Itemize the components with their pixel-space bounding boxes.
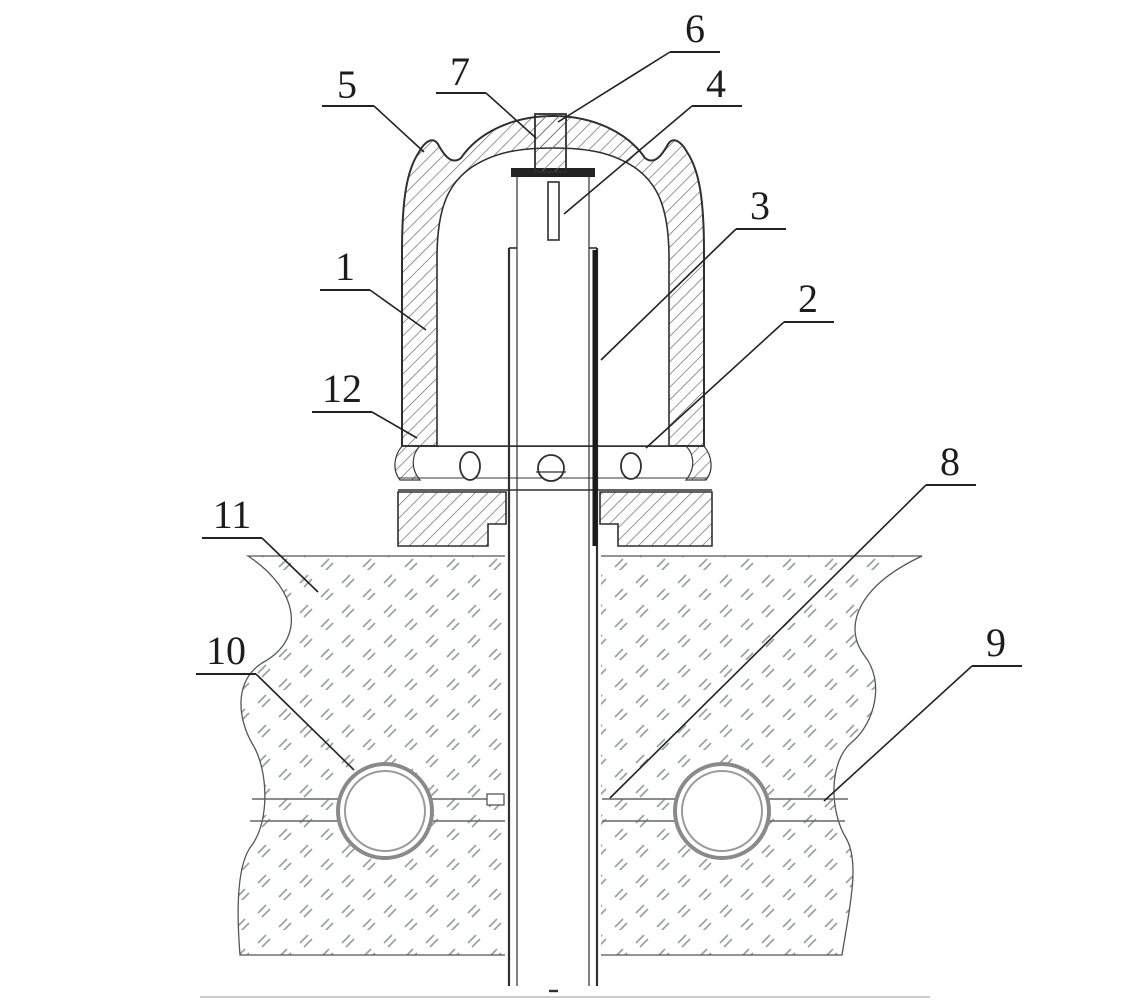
callout-5: 5	[322, 62, 425, 153]
callout-6-label: 6	[685, 6, 705, 51]
callout-10-label: 10	[206, 628, 246, 673]
base-hole-right	[620, 452, 642, 480]
callout-11-leader	[261, 537, 319, 593]
callout-11: 11	[202, 492, 319, 593]
base-flange	[397, 491, 713, 547]
flange-right	[599, 491, 713, 547]
top-plug	[534, 113, 567, 173]
callout-3-label: 3	[750, 183, 770, 228]
callout-1-label: 1	[335, 244, 355, 289]
callout-10: 10	[196, 628, 355, 771]
dome-skirt-right	[684, 445, 712, 481]
callouts: 5 7 6 4 3 2 1	[196, 6, 1022, 802]
channel-joint-block	[486, 793, 505, 806]
callout-4-leader	[563, 105, 693, 215]
base-hole-center	[537, 454, 565, 482]
buried-pipe-right	[673, 762, 771, 860]
callout-3-leader	[600, 228, 737, 361]
central-pipe	[507, 176, 599, 993]
callout-7: 7	[436, 49, 537, 139]
callout-12-leader	[371, 411, 418, 439]
callout-7-leader	[485, 92, 537, 139]
callout-9-leader	[823, 665, 973, 802]
callout-4: 4	[563, 61, 742, 215]
callout-9-label: 9	[986, 620, 1006, 665]
callout-12-label: 12	[322, 366, 362, 411]
callout-5-leader	[373, 105, 425, 153]
callout-10-leader	[255, 673, 355, 771]
callout-5-label: 5	[337, 62, 357, 107]
buried-pipe-left	[336, 762, 434, 860]
callout-2-label: 2	[798, 276, 818, 321]
callout-2: 2	[645, 276, 834, 449]
callout-2-leader	[645, 321, 785, 449]
callout-4-label: 4	[706, 61, 726, 106]
flange-left	[397, 491, 507, 547]
callout-7-label: 7	[450, 49, 470, 94]
inner-valve-slot	[547, 181, 560, 241]
callout-11-label: 11	[213, 492, 252, 537]
callout-12: 12	[312, 366, 418, 439]
callout-1-leader	[369, 289, 427, 331]
callout-6: 6	[557, 6, 720, 123]
dome-skirt-left	[394, 445, 422, 481]
callout-6-leader	[557, 51, 671, 123]
callout-8-leader	[609, 484, 927, 799]
callout-1: 1	[320, 244, 427, 331]
base-holes	[459, 451, 642, 482]
callout-8: 8	[609, 439, 976, 799]
callout-3: 3	[600, 183, 786, 361]
pipe-corridor	[505, 549, 601, 993]
base-hole-left	[459, 451, 481, 481]
callout-8-label: 8	[940, 439, 960, 484]
callout-9: 9	[823, 620, 1022, 802]
